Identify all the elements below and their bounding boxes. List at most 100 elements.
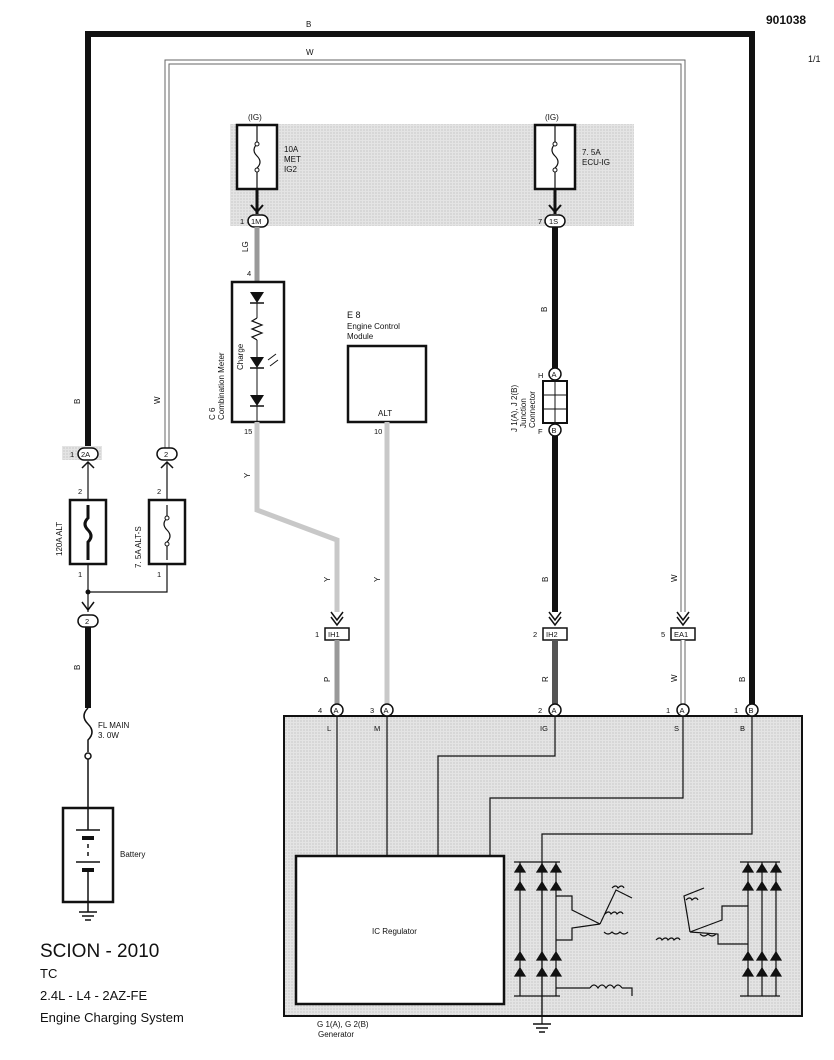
meter-diode-icon	[250, 395, 264, 406]
wire-r-label: R	[541, 676, 550, 682]
ecm-name1: Engine Control	[347, 322, 400, 331]
fuse-met-icon	[253, 143, 261, 169]
alt-conn-num: 1	[70, 450, 74, 459]
battery-label: Battery	[120, 850, 145, 859]
ecu-pin-id: 1S	[549, 217, 558, 226]
wire-lg-label: LG	[241, 241, 250, 252]
ecm-terminal: ALT	[378, 409, 392, 418]
meter-charge-label: Charge	[236, 343, 245, 370]
generator-name: Generator	[318, 1030, 354, 1039]
meter-code: C 6	[208, 407, 217, 420]
ea1-id: EA1	[674, 630, 688, 639]
wire-w-s-label: W	[670, 674, 679, 682]
ih1-id: IH1	[328, 630, 340, 639]
generator-ground-icon	[533, 1023, 551, 1033]
junction-name2: Connector	[528, 391, 537, 428]
ecm-name2: Module	[347, 332, 374, 341]
ic-regulator-label: IC Regulator	[372, 927, 417, 936]
generator-code: G 1(A), G 2(B)	[317, 1020, 369, 1029]
fuse-alts-icon	[163, 505, 171, 560]
title-model: TC	[40, 966, 57, 981]
wire-y-ecm-label: Y	[373, 576, 382, 582]
wire-b-ih2-label: B	[541, 577, 550, 582]
fuse-ecu-icon	[551, 143, 559, 169]
meter-pin-in: 4	[247, 269, 251, 278]
alt-pin-bot: 1	[78, 570, 82, 579]
ic-regulator-box	[294, 854, 506, 1006]
fuse-alt-icon	[83, 505, 93, 560]
wire-b-ecu-label: B	[540, 307, 549, 312]
junction-id-bot: B	[552, 426, 557, 435]
term-s-num: 1	[666, 706, 670, 715]
alt-connector	[77, 447, 99, 461]
ecm-box	[346, 344, 428, 424]
term-l-name: L	[327, 724, 331, 733]
term-b-name: B	[740, 724, 745, 733]
rectifier-icon	[513, 861, 783, 997]
wire-y-meter-label: Y	[243, 472, 252, 478]
ecm-pin: 10	[374, 427, 382, 436]
wire-w-ea1-label: W	[670, 574, 679, 582]
met-pin-num: 1	[240, 217, 244, 226]
connector-ih2: 2 IH2	[533, 611, 568, 641]
term-l-num: 4	[318, 706, 322, 715]
ih2-num: 2	[533, 630, 537, 639]
fl-main-label1: FL MAIN	[98, 721, 129, 730]
term-s-name: S	[674, 724, 679, 733]
wire-b-main	[85, 31, 755, 710]
alt-conn-id: 2A	[81, 450, 90, 459]
alts-pin-top: 2	[157, 487, 161, 496]
term-l-id: A	[334, 706, 339, 715]
junction-id-top: A	[552, 370, 557, 379]
connector-ea1: 5 EA1	[661, 611, 696, 641]
wire-b-fl-label: B	[73, 665, 82, 670]
fl-conn-id: 2	[85, 617, 89, 626]
junction-code: J 1(A), J 2(B)	[510, 385, 519, 432]
met-name1: MET	[284, 155, 301, 164]
wire-w-top-label: W	[306, 48, 314, 57]
ea1-num: 5	[661, 630, 665, 639]
ecm-code: E 8	[347, 310, 361, 320]
ecu-power-label: (IG)	[545, 113, 559, 122]
met-power-label: (IG)	[248, 113, 262, 122]
term-m-id: A	[384, 706, 389, 715]
term-s-id: A	[680, 706, 685, 715]
connector-ih1: 1 IH1	[315, 611, 350, 641]
title-make-year: SCION - 2010	[40, 941, 159, 962]
meter-led-icon	[250, 292, 264, 303]
meter-charge-led-icon	[250, 357, 264, 368]
alt-fuse-label: 120A ALT	[55, 522, 64, 556]
title-system: Engine Charging System	[40, 1010, 184, 1025]
page-number: 1/1	[808, 54, 821, 64]
meter-resistor-icon	[250, 317, 264, 341]
term-m-num: 3	[370, 706, 374, 715]
term-m-name: M	[374, 724, 380, 733]
alts-conn-id: 2	[164, 450, 168, 459]
alt-pin-top: 2	[78, 487, 82, 496]
ih2-id: IH2	[546, 630, 558, 639]
met-name2: IG2	[284, 165, 297, 174]
wire-b-left-label: B	[73, 399, 82, 404]
met-rating: 10A	[284, 145, 299, 154]
generator-terminals: 4 A L 3 A M 2 A IG 1 A S 1 B B	[318, 703, 759, 733]
wire-w-left-label: W	[153, 396, 162, 404]
alts-pin-bot: 1	[157, 570, 161, 579]
junction-pin-top: H	[538, 371, 543, 380]
term-ig-num: 2	[538, 706, 542, 715]
meter-name: Combination Meter	[217, 352, 226, 420]
wire-y-meter	[254, 422, 340, 612]
fl-main-label2: 3. 0W	[98, 731, 119, 740]
wire-b-gen-label: B	[738, 677, 747, 682]
junction-pin-bot: F	[538, 427, 543, 436]
alts-connector	[156, 447, 178, 461]
met-pin-id: 1M	[251, 217, 261, 226]
doc-number: 901038	[766, 13, 806, 27]
fl-main-icon	[83, 707, 93, 752]
wire-b-top-label: B	[306, 20, 311, 29]
meter-pin-out: 15	[244, 427, 252, 436]
battery-icon	[76, 808, 100, 902]
term-ig-name: IG	[540, 724, 548, 733]
battery-ground-icon	[79, 911, 97, 921]
ecu-rating: 7. 5A	[582, 148, 601, 157]
